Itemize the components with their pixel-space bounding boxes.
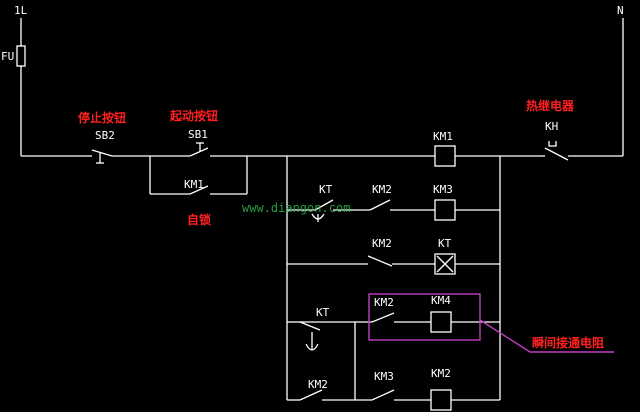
- r2-km2-contact: [369, 199, 391, 211]
- sb2-contact: [91, 149, 113, 157]
- kh-contact: [544, 147, 569, 161]
- r5-km3-label: KM3: [374, 370, 394, 383]
- sb1-label: SB1: [188, 128, 208, 141]
- km3-coil: [434, 199, 456, 221]
- r2-kt-label: KT: [319, 183, 333, 196]
- km1-hold-contact: [189, 185, 209, 195]
- r2-km2-label: KM2: [372, 183, 392, 196]
- sb2-label: SB2: [95, 129, 115, 142]
- r2-km3-label: KM3: [433, 183, 453, 196]
- r3-km2-contact: [367, 255, 393, 267]
- kh-label: KH: [545, 120, 558, 133]
- r5-km2-label: KM2: [431, 367, 451, 380]
- sb1-contact: [189, 147, 209, 157]
- r4-km2-contact: [371, 312, 395, 323]
- r2-kt-contact: [314, 199, 334, 211]
- highlight-box: [368, 293, 481, 341]
- note-label: 瞬间接通电阻: [532, 335, 604, 350]
- fuse-label: FU: [1, 50, 14, 63]
- km1-hold-label: KM1: [184, 178, 204, 191]
- r5-km2-nc-label: KM2: [308, 378, 328, 391]
- sb2-cn-label: 停止按钮: [78, 110, 126, 125]
- r4-km2-label: KM2: [374, 296, 394, 309]
- r4-kt-timer-arc: [305, 343, 319, 351]
- km1-coil: [434, 145, 456, 167]
- rail-label-right: N: [617, 4, 624, 17]
- r2-kt-timer-arc: [311, 213, 325, 220]
- highlight-leader: [479, 319, 531, 353]
- r5-km3-contact: [371, 389, 395, 401]
- watermark: www.diangon.com: [242, 201, 350, 215]
- r4-kt-contact-lead: [299, 321, 321, 331]
- sb1-cn-label: 起动按钮: [169, 108, 218, 123]
- self-lock-label: 自锁: [187, 212, 211, 227]
- km4-coil: [430, 311, 452, 333]
- kh-thermal-element: [548, 141, 557, 147]
- r4-kt-label: KT: [316, 306, 330, 319]
- r3-kt-label: KT: [438, 237, 452, 250]
- r3-km2-label: KM2: [372, 237, 392, 250]
- fuse-symbol: [16, 45, 26, 67]
- r4-km4-label: KM4: [431, 294, 451, 307]
- rail-label-left: 1L: [14, 4, 28, 17]
- kt-coil-x2: [436, 255, 454, 273]
- kh-cn-label: 热继电器: [526, 98, 575, 113]
- r5-km2-nc-contact: [299, 389, 323, 401]
- km1-coil-label: KM1: [433, 130, 453, 143]
- km2-coil: [430, 389, 452, 411]
